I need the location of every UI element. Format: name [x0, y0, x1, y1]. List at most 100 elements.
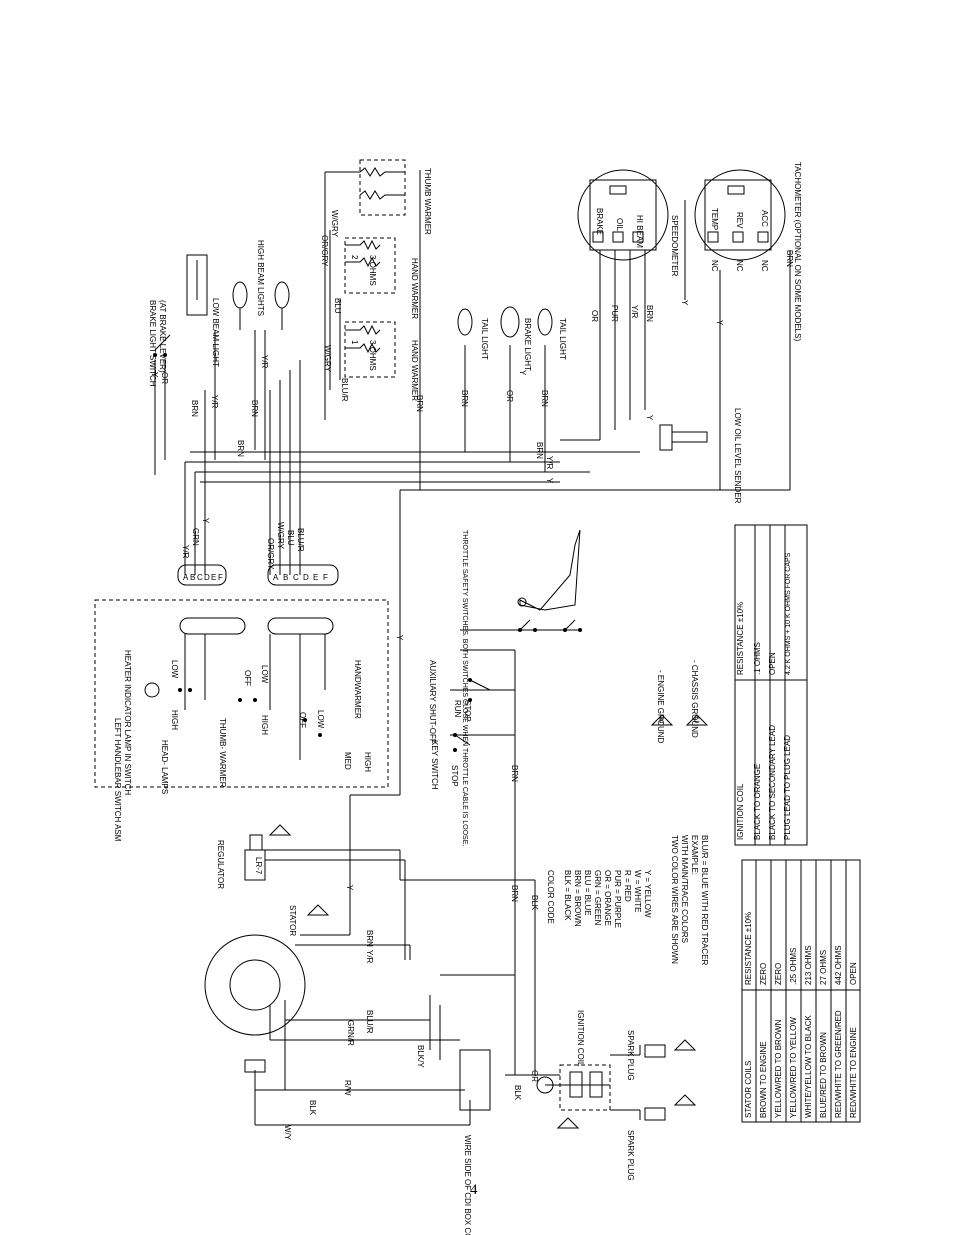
color-code-row-4: GRN = GREEN [593, 870, 602, 926]
wire-blur-3: BLU/R [365, 1010, 374, 1034]
color-code-note-4: BLU/R = BLUE WITH RED TRACER [700, 835, 709, 966]
brake-light-label: BRAKE LIGHT [523, 318, 532, 371]
wire-yr-4: Y/R [545, 456, 554, 470]
stator-table-header-2: RESISTANCE ±10% [744, 912, 753, 985]
wire-blk-2: BLK [308, 1100, 317, 1116]
wire-yr-6: Y/R [365, 950, 374, 964]
switch-med: MED [343, 752, 352, 770]
stator-row-4-b: 213 OHMS [804, 945, 813, 985]
throttle-switches-label: THROTTLE SAFETY SWITCHES. BOTH SWITCHES … [461, 530, 468, 846]
wire-y-1: Y [150, 372, 159, 378]
color-code-title: COLOR CODE [546, 870, 555, 924]
stator-row-1-b: ZERO [759, 963, 768, 985]
wire-harness [154, 170, 791, 1126]
wire-brn-4: BRN [415, 395, 424, 412]
chassis-ground-label: - CHASSIS GROUND [690, 660, 699, 738]
wire-pur-1: PUR [610, 305, 619, 322]
wire-blur-1: BLU/R [340, 378, 349, 402]
wire-brn-11: BRN [510, 885, 519, 902]
tachometer-label: TACHOMETER (OPTIONAL ON SOME MODELS) [793, 162, 802, 341]
ignition-table-header-2: RESISTANCE ±10% [736, 602, 745, 675]
brake-light-switch: BRAKE LIGHT SWITCH (AT BRAKE LEVER) [148, 254, 208, 387]
ground-legend: E - ENGINE GROUND C - CHASSIS GROUND [650, 660, 709, 744]
color-code-note-2: WITH MAIN/TRACE COLORS [680, 835, 689, 943]
ignition-row-1-b: .1 OHMS [753, 642, 762, 675]
switch-high-1: HIGH [170, 710, 179, 730]
color-code-row-2: BRN = BROWN [573, 870, 582, 927]
cdi-connector: WIRE SIDE OF CDI BOX CONNECTOR [459, 1049, 491, 1235]
wire-labels: Y OR BRN Y/R BRN BRN Y/R OR/GRY W/GRY BL… [150, 210, 794, 1141]
wire-orgry-2: OR/GRY [266, 538, 275, 570]
switch-high-2: HIGH [260, 715, 269, 735]
wire-y-7: Y [645, 415, 654, 421]
high-beam-lights-label: HIGH BEAM LIGHTS [256, 240, 265, 316]
wire-orgry-1: OR/GRY [320, 235, 329, 267]
connector-right: A B C D E F [267, 564, 339, 586]
gauge-acc-label: ACC [760, 210, 769, 227]
key-switch: KEY SWITCH STOP [430, 733, 471, 790]
wire-y-4: Y [545, 478, 554, 484]
connector-left: A B C D E F [177, 564, 227, 586]
wire-or-1: OR [160, 372, 169, 384]
wire-wgry-2: W/GRY [323, 345, 332, 373]
wire-y-9: Y [345, 885, 354, 891]
pin-f: F [218, 573, 223, 582]
pin-e-2: E [313, 573, 318, 582]
switch-off-2: OFF [298, 712, 307, 728]
wire-y-3: Y [518, 370, 527, 376]
gauge-rev-label: REV [735, 212, 744, 229]
spark-plug-label-1: SPARK PLUG [626, 1030, 635, 1081]
wire-grn-1: GRN [191, 528, 200, 546]
gauge-brake-label: BRAKE [595, 208, 604, 235]
ignition-coil-label: IGNITION COIL [576, 1010, 585, 1067]
wire-brn-1: BRN [190, 400, 199, 417]
ignition-coil-table: IGNITION COIL RESISTANCE ±10% BLACK TO O… [734, 524, 808, 846]
wire-blu-1: BLU [333, 298, 342, 314]
ignition-row-2-a: BLACK TO SECONDARY LEAD [768, 725, 777, 840]
pin-e: E [211, 573, 216, 582]
brake-light-switch-note: (AT BRAKE LEVER) [158, 300, 167, 373]
handwarmer-switch-label: HANDWARMER [353, 660, 362, 719]
color-code-row-9: Y = YELLOW [643, 870, 652, 918]
thumb-warmer: THUMB WARMER [325, 159, 432, 235]
chassis-ground-symbol: C [694, 716, 700, 725]
switch-low-2: LOW [260, 665, 269, 684]
stator-row-1-a: BROWN TO ENGINE [759, 1041, 768, 1118]
wire-brn-2: BRN [250, 400, 259, 417]
wire-blu-2: BLU [286, 530, 295, 546]
color-code-legend: COLOR CODE BLK = BLACK BRN = BROWN BLU =… [546, 835, 709, 966]
ignition-table-header-1: IGNITION COIL [736, 783, 745, 840]
gauge-nc-label-1: NC [710, 260, 719, 272]
wire-brn-12: BRN [365, 930, 374, 947]
wire-blky-1: BLK/Y [416, 1045, 425, 1068]
color-code-note-3: EXAMPLE: [690, 835, 699, 875]
left-handlebar-label: LEFT HANDLEBAR SWITCH ASM [113, 718, 122, 842]
wire-rw-1: R/W [343, 1080, 352, 1096]
connector-label: WIRE SIDE OF CDI BOX CONNECTOR [463, 1135, 472, 1235]
switch-low-3: LOW [316, 710, 325, 729]
throttle-safety-switches: THROTTLE SAFETY SWITCHES. BOTH SWITCHES … [461, 529, 582, 846]
stop-label-key: STOP [450, 765, 459, 787]
wire-y-8: Y [395, 635, 404, 641]
hand-warmer-label-upper: HAND WARMER [410, 258, 419, 319]
low-beam-light-label: LOW BEAM LIGHT [211, 298, 220, 367]
ignition-row-3-b: 4.2 K OHMS + 10 K OHMS FOR CAPS [785, 552, 792, 675]
key-switch-label: KEY SWITCH [430, 740, 439, 790]
wire-blk-1: BLK [530, 895, 539, 911]
low-beam-light: LOW BEAM LIGHT [211, 281, 248, 367]
high-beam-lights: HIGH BEAM LIGHTS [256, 240, 290, 330]
brake-light-switch-label: BRAKE LIGHT SWITCH [148, 300, 157, 387]
wire-brn-9: BRN [785, 250, 794, 267]
stator-row-3-b: .25 OHMS [789, 948, 798, 985]
color-code-row-7: R = RED [623, 870, 632, 902]
low-oil-sender: LOW OIL LEVEL SENDER [659, 408, 742, 504]
head-lamps-label: HEAD- LAMPS [160, 740, 169, 794]
gauge-oil-label: OIL [615, 218, 624, 231]
pin-f-2: F [323, 573, 328, 582]
wire-or-3: OR [590, 310, 599, 322]
ohms-2-label: 2 [350, 255, 359, 260]
stop-label-aux: STOP [463, 700, 472, 722]
thumb-warmer-label: THUMB WARMER [423, 168, 432, 235]
ignition-row-2-b: OPEN [768, 652, 777, 675]
